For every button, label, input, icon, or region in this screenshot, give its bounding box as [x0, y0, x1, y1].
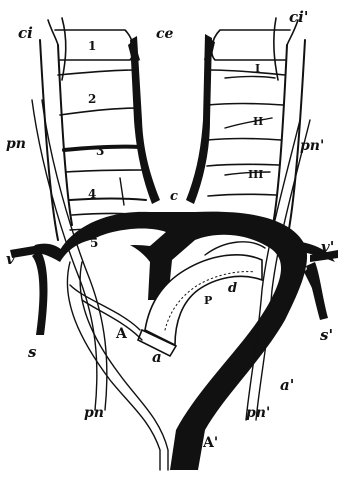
label-s: s [28, 343, 37, 361]
label-A: A [115, 326, 128, 342]
label-d: d [228, 281, 237, 296]
label-s-prime: s' [320, 326, 333, 344]
label-ci: ci [18, 24, 33, 42]
label-A-prime: A' [202, 435, 218, 451]
label-arch-2: 2 [88, 92, 96, 106]
external-carotid-vessels [128, 34, 215, 204]
label-arch-1: 1 [88, 39, 96, 53]
label-a: a [152, 348, 162, 366]
label-arch-5: 5 [90, 236, 98, 250]
label-c: c [170, 189, 178, 204]
aortic-arch-heavy [30, 212, 335, 470]
label-a-prime: a' [280, 376, 294, 394]
label-v-prime: v' [321, 238, 334, 256]
left-carotid-trunk [40, 18, 72, 240]
label-arch-3: 3 [96, 144, 104, 158]
label-ci-prime: ci' [289, 8, 308, 26]
label-arch-I: I [255, 62, 260, 75]
label-P: P [204, 294, 212, 307]
label-arch-II: II [253, 115, 263, 128]
label-v: v [6, 250, 15, 268]
label-pn-prime-upper: pn' [300, 138, 324, 154]
label-pn-upper: pn [6, 136, 26, 152]
label-ce: ce [156, 26, 174, 42]
label-arch-III: III [248, 168, 263, 181]
label-pn-lower: pn [84, 405, 104, 421]
left-subclavian [10, 245, 47, 335]
label-arch-IV: IV [226, 226, 238, 236]
label-pn-prime-lower: pn' [246, 405, 270, 421]
label-arch-4: 4 [88, 187, 96, 201]
